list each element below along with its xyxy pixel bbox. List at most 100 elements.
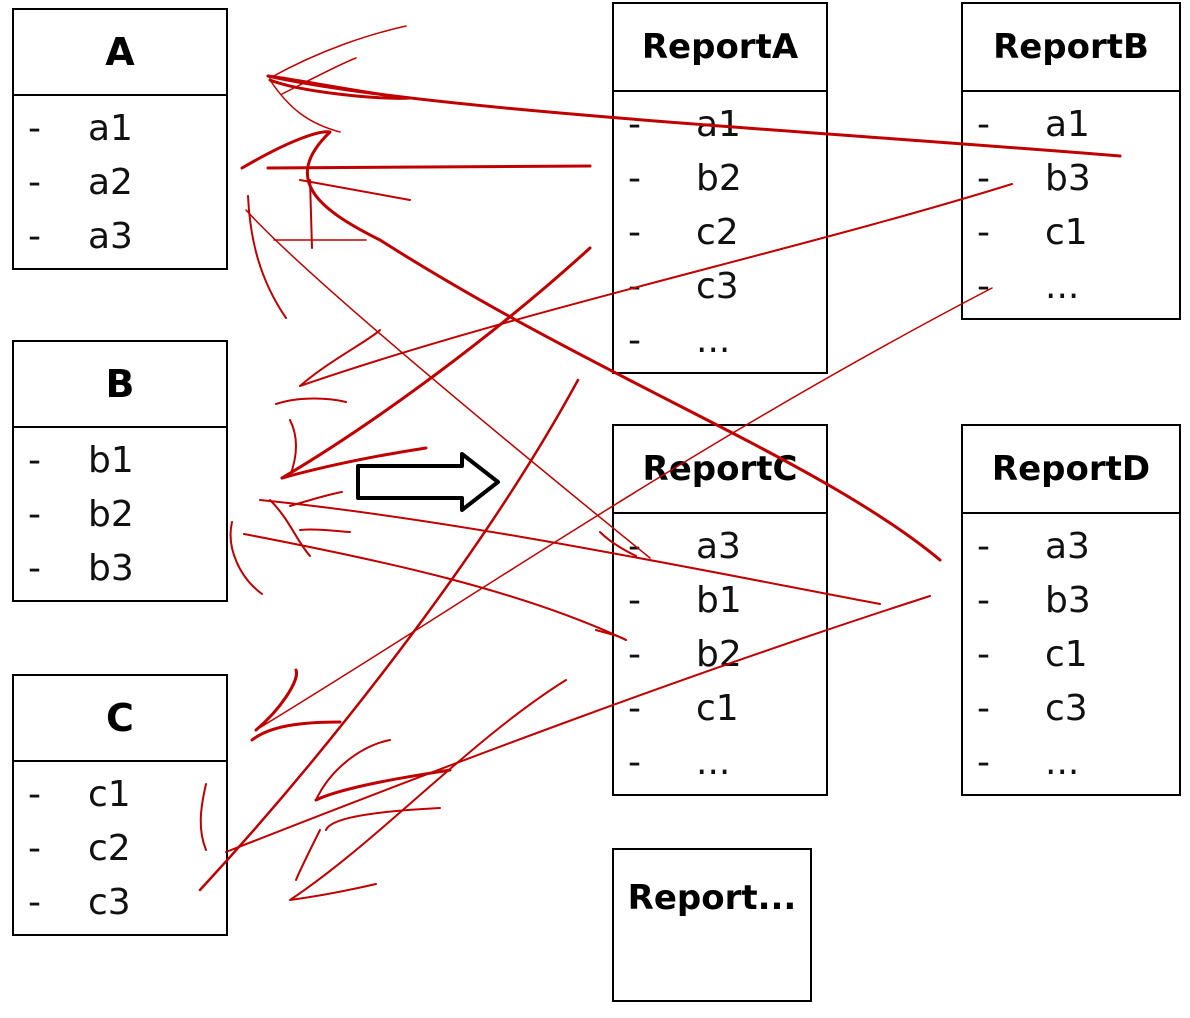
class-box-c: C -c1 -c2 -c3 — [12, 674, 228, 936]
list-item: - a2 — [14, 156, 226, 210]
annotation-stroke — [599, 531, 637, 557]
list-item: - b3 — [963, 574, 1179, 628]
report-title-more: Report... — [627, 878, 797, 918]
bullet-dash: - — [28, 216, 41, 257]
bullet-dash: - — [28, 162, 41, 203]
list-item: -... — [614, 736, 826, 790]
annotation-stroke — [295, 829, 321, 881]
report-box-b: ReportB -a1 -b3 -c1 -... — [961, 2, 1181, 320]
annotation-stroke — [240, 130, 942, 562]
annotation-stroke — [269, 79, 341, 133]
item-value: ... — [696, 320, 731, 361]
annotation-stroke — [198, 378, 580, 892]
item-value: c3 — [696, 266, 739, 307]
right-block-arrow-icon — [356, 452, 500, 512]
bullet-dash: - — [977, 158, 990, 199]
annotation-stroke — [229, 521, 263, 595]
bullet-dash: - — [628, 212, 641, 253]
item-value: c1 — [88, 774, 131, 815]
item-value: b2 — [88, 494, 134, 535]
bullet-dash: - — [28, 548, 41, 589]
list-item: -... — [963, 736, 1179, 790]
class-title-b: B — [14, 342, 226, 428]
report-box-more: Report... — [612, 848, 812, 1002]
annotation-stroke — [299, 183, 1013, 387]
annotation-stroke — [266, 74, 1122, 158]
item-value: ... — [1045, 742, 1080, 783]
annotation-stroke — [280, 446, 428, 480]
item-value: a3 — [696, 526, 741, 567]
annotation-stroke — [299, 179, 411, 201]
annotation-stroke — [259, 499, 881, 605]
list-item: - b3 — [963, 152, 1179, 206]
list-item: - b1 — [14, 434, 226, 488]
bullet-dash: - — [628, 158, 641, 199]
list-item: -a1 — [963, 98, 1179, 152]
report-title-d: ReportD — [963, 426, 1179, 514]
report-box-a: ReportA -a1 -b2 -c2 -c3 -... — [612, 2, 828, 374]
item-value: ... — [696, 742, 731, 783]
item-value: b1 — [696, 580, 742, 621]
annotation-stroke — [281, 57, 357, 95]
report-box-d: ReportD -a3 - b3 -c1 -c3 -... — [961, 424, 1181, 796]
list-item: -c2 — [614, 206, 826, 260]
class-box-b: B - b1 -b2 - b3 — [12, 340, 228, 602]
annotation-stroke — [255, 287, 993, 731]
annotation-stroke — [250, 720, 342, 742]
item-value: c1 — [696, 688, 739, 729]
bullet-dash: - — [977, 580, 990, 621]
class-title-c: C — [14, 676, 226, 762]
list-item: -a3 — [14, 210, 226, 264]
item-value: a1 — [1045, 104, 1090, 145]
item-value: b1 — [88, 440, 134, 481]
bullet-dash: - — [977, 266, 990, 307]
list-item: -b2 — [14, 488, 226, 542]
annotation-stroke — [299, 528, 351, 533]
list-item: -a3 — [963, 520, 1179, 574]
item-value: b2 — [696, 158, 742, 199]
list-item: - c1 — [14, 768, 226, 822]
list-item: -c3 — [14, 876, 226, 930]
list-item: -c3 — [614, 260, 826, 314]
annotation-stroke — [266, 164, 592, 170]
list-item: -c3 — [963, 682, 1179, 736]
item-value: a2 — [88, 162, 133, 203]
annotation-stroke — [309, 179, 313, 249]
red-annotation-strokes — [198, 25, 1122, 901]
list-item: -b1 — [614, 574, 826, 628]
bullet-dash: - — [977, 742, 990, 783]
item-value: b3 — [1045, 580, 1091, 621]
list-item: -a1 — [14, 102, 226, 156]
report-title-c: ReportC — [614, 426, 826, 514]
annotation-stroke — [289, 679, 567, 901]
bullet-dash: - — [28, 774, 41, 815]
annotation-stroke — [269, 499, 311, 557]
item-value: b3 — [88, 548, 134, 589]
annotation-stroke — [254, 668, 298, 732]
bullet-dash: - — [977, 526, 990, 567]
bullet-dash: - — [628, 742, 641, 783]
annotation-stroke — [243, 533, 627, 641]
annotation-stroke — [269, 25, 407, 79]
annotation-stroke — [247, 195, 287, 319]
bullet-dash: - — [977, 212, 990, 253]
report-box-c: ReportC -a3 -b1 -b2 -c1 -... — [612, 424, 828, 796]
annotation-stroke — [325, 807, 441, 831]
list-item: - b2 — [614, 152, 826, 206]
list-item: -a3 — [614, 520, 826, 574]
annotation-stroke — [315, 739, 391, 801]
list-item: -... — [963, 260, 1179, 314]
class-title-a: A — [14, 10, 226, 96]
bullet-dash: - — [28, 440, 41, 481]
class-box-a: A -a1 - a2 -a3 — [12, 8, 228, 270]
bullet-dash: - — [28, 882, 41, 923]
bullet-dash: - — [628, 104, 641, 145]
list-item: -b2 — [614, 628, 826, 682]
report-title-a: ReportA — [614, 4, 826, 92]
list-item: -c1 — [963, 628, 1179, 682]
list-item: -c1 — [963, 206, 1179, 260]
item-value: b3 — [1045, 158, 1091, 199]
bullet-dash: - — [628, 320, 641, 361]
bullet-dash: - — [628, 634, 641, 675]
